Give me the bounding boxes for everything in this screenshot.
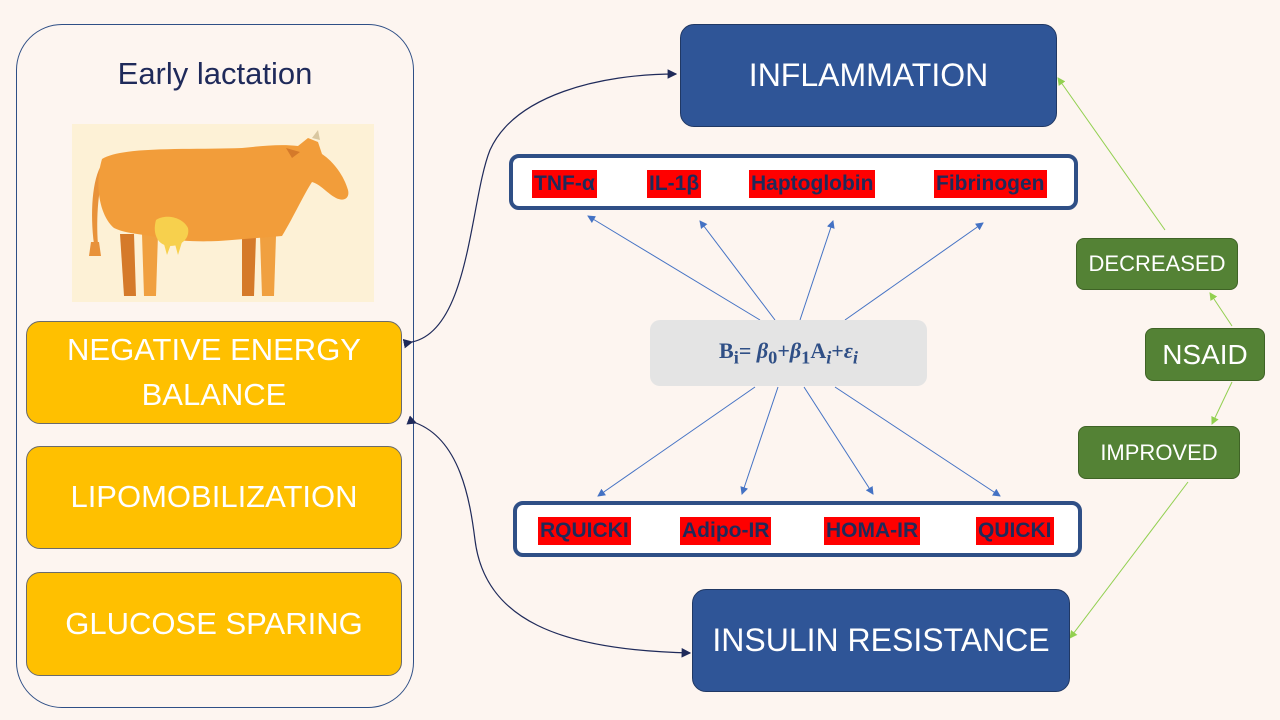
marker-homa-ir: HOMA-IR: [824, 517, 921, 545]
marker-adipo-ir: Adipo-IR: [680, 517, 772, 545]
glucose-sparing-box: GLUCOSE SPARING: [26, 572, 402, 676]
formula-text: Bi= β0+β1Ai+εi: [719, 337, 858, 368]
lipomobilization-box: LIPOMOBILIZATION: [26, 446, 402, 549]
arrow-nsaid-improved: [1211, 381, 1233, 425]
arrow-formula-homa: [803, 386, 874, 495]
arrow-formula-tnf: [587, 215, 761, 321]
marker-fibrinogen: Fibrinogen: [934, 170, 1047, 198]
arrow-nsaid-decreased: [1209, 292, 1233, 327]
arrow-decreased-inflammation: [1057, 77, 1166, 231]
improved-box: IMPROVED: [1078, 426, 1240, 479]
nsaid-box: NSAID: [1145, 328, 1265, 381]
regression-formula: Bi= β0+β1Ai+εi: [650, 320, 927, 386]
arrow-inflammation-neb: [402, 69, 678, 349]
marker-quicki: QUICKI: [976, 517, 1054, 545]
inflammation-box: INFLAMMATION: [680, 24, 1057, 127]
arrow-formula-il1b: [699, 220, 776, 321]
insulin-markers-row: RQUICKI Adipo-IR HOMA-IR QUICKI: [513, 501, 1082, 557]
cow-illustration: [72, 124, 374, 302]
arrow-formula-fibrin: [844, 222, 984, 321]
arrow-formula-quicki: [834, 386, 1001, 497]
marker-il-1-beta: IL-1β: [647, 170, 702, 198]
arrow-formula-rquicki: [597, 386, 756, 497]
decreased-box: DECREASED: [1076, 238, 1238, 290]
insulin-resistance-box: INSULIN RESISTANCE: [692, 589, 1070, 692]
marker-rquicki: RQUICKI: [538, 517, 631, 545]
arrow-formula-hapto: [799, 220, 835, 321]
arrow-insulin-neb: [406, 415, 692, 658]
inflammation-markers-row: TNF-α IL-1β Haptoglobin Fibrinogen: [509, 154, 1078, 210]
cow-icon: [89, 130, 349, 296]
negative-energy-balance-box: NEGATIVE ENERGY BALANCE: [26, 321, 402, 424]
marker-haptoglobin: Haptoglobin: [749, 170, 876, 198]
arrow-formula-adipo: [740, 386, 779, 495]
arrow-improved-insulin: [1069, 481, 1189, 639]
marker-tnf-alpha: TNF-α: [532, 170, 597, 198]
panel-title: Early lactation: [117, 56, 313, 91]
